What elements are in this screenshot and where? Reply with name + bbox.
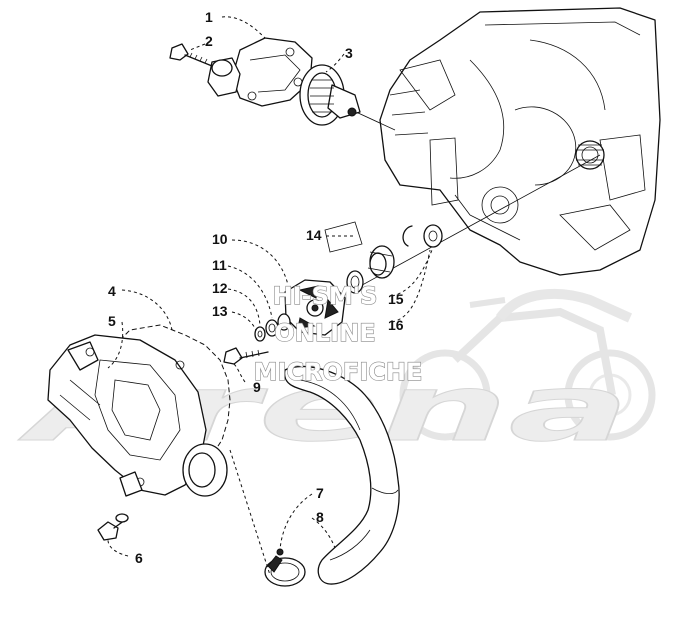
callout-6: 6 (135, 550, 143, 566)
callout-2: 2 (205, 33, 213, 49)
thermostat (299, 64, 361, 126)
pump-ring-16 (346, 270, 364, 294)
cover-bolt-6 (97, 513, 129, 541)
hose-clamp (264, 548, 306, 587)
callout-1: 1 (205, 9, 213, 25)
callout-5: 5 (108, 313, 116, 329)
impeller-washers (254, 313, 291, 342)
water-pump-cover (47, 334, 228, 497)
pump-seal-14 (324, 221, 443, 253)
callout-9: 9 (253, 379, 261, 395)
callout-labels: 1 2 3 4 5 6 7 8 9 10 11 12 13 14 15 16 (108, 9, 404, 566)
callout-7: 7 (316, 485, 324, 501)
callout-12: 12 (212, 280, 228, 296)
cover-bolt-9 (223, 347, 269, 365)
callout-3: 3 (345, 45, 353, 61)
callout-13: 13 (212, 303, 228, 319)
watermark-line-3: MICROFICHE (254, 358, 423, 386)
microfiche-watermark: HI-SM'S ONLINE MICROFICHE (253, 281, 423, 386)
leader-lines (107, 16, 433, 576)
pump-bearing-15 (367, 245, 395, 279)
callout-11: 11 (212, 257, 227, 273)
motorcycle-icon (399, 288, 656, 441)
watermark-line-2: ONLINE (274, 319, 375, 347)
water-pump-impeller (284, 279, 346, 336)
callout-10: 10 (212, 231, 228, 247)
callout-15: 15 (388, 291, 404, 307)
watermark-line-1: HI-SM'S (273, 282, 378, 310)
engine-case (379, 7, 661, 276)
callout-14: 14 (306, 227, 322, 243)
callout-16: 16 (388, 317, 404, 333)
housing-bolt (169, 43, 213, 67)
thermostat-housing (207, 37, 313, 107)
callout-4: 4 (108, 283, 116, 299)
callout-8: 8 (316, 509, 324, 525)
coolant-hose (283, 365, 400, 585)
